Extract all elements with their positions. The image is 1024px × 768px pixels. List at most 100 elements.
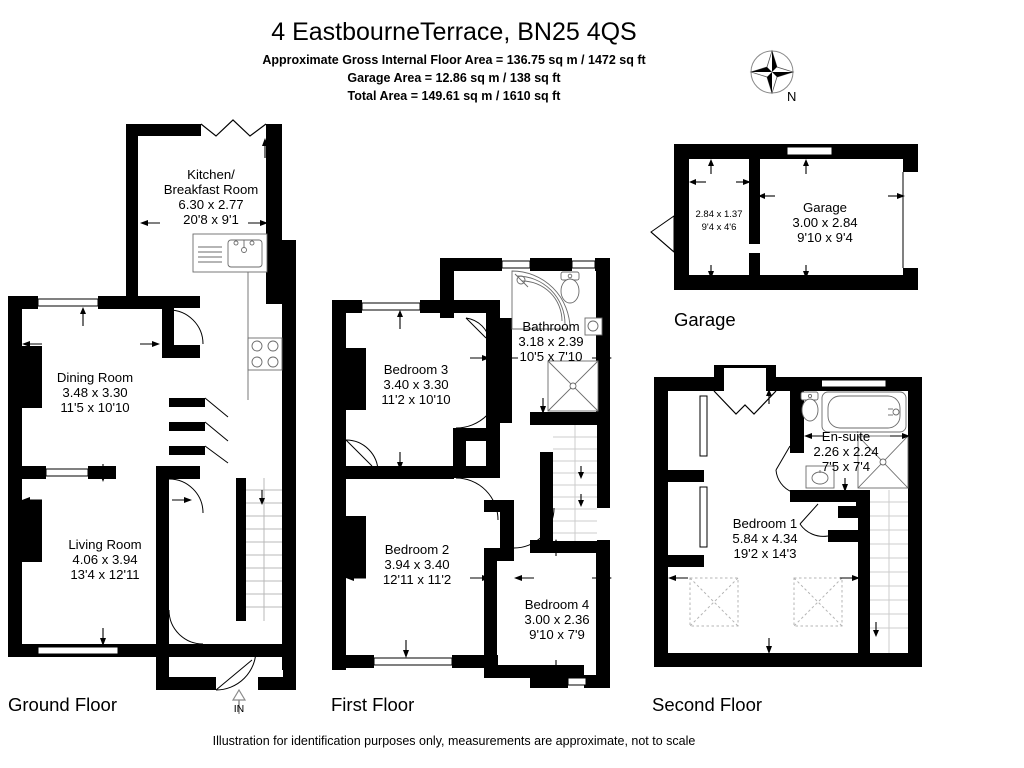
sf-eaves-storage-left	[689, 577, 739, 627]
ff-wall	[332, 300, 346, 670]
ff-wall	[453, 466, 487, 478]
ff-room-bed4-imperial: 9'10 x 7'9	[529, 627, 585, 642]
ff-room-bed3-metric: 3.40 x 3.30	[383, 377, 448, 392]
sf-shower	[857, 435, 909, 489]
page-title: 4 EastbourneTerrace, BN25 4QS	[271, 18, 636, 46]
gf-dimension-arrows	[22, 138, 268, 646]
gf-roof-zigzag	[200, 119, 267, 137]
gf-window	[45, 468, 89, 477]
g-door-swing	[650, 215, 675, 254]
ff-room-bed3-name: Bedroom 3	[384, 362, 449, 377]
sf-door-leaf	[799, 503, 819, 525]
gross-area-text: Approximate Gross Internal Floor Area = …	[262, 53, 646, 67]
sf-wall	[886, 377, 908, 391]
sf-dormer-zigzag	[713, 390, 777, 415]
sf-basin	[805, 465, 835, 489]
sf-window	[819, 379, 887, 388]
gf-door-swing	[204, 397, 229, 418]
sf-eaves-storage-right	[793, 577, 843, 627]
ff-room-bed4-name: Bedroom 4	[525, 597, 590, 612]
ff-wall	[452, 300, 500, 313]
sf-room-ensuite-name: En-suite	[822, 429, 870, 444]
sf-room-bed1-name: Bedroom 1	[733, 516, 798, 531]
gf-wall	[236, 478, 246, 621]
ff-wall	[486, 300, 500, 478]
sf-wall	[858, 506, 870, 654]
ff-basin	[584, 317, 603, 336]
ff-window	[567, 677, 587, 686]
ff-room-bed2-name: Bedroom 2	[385, 542, 450, 557]
g-wall	[674, 144, 689, 290]
sf-toilet	[800, 391, 819, 422]
ff-room-bath-metric: 3.18 x 2.39	[518, 334, 583, 349]
gf-wall	[156, 466, 200, 479]
ff-wall	[420, 300, 454, 313]
sf-room-ensuite-metric: 2.26 x 2.24	[813, 444, 878, 459]
gf-staircase	[246, 478, 282, 621]
ff-staircase	[553, 425, 597, 541]
ff-shower	[547, 360, 599, 412]
garage-label: Garage	[674, 309, 736, 330]
ff-wall	[530, 675, 568, 688]
ff-window	[361, 302, 421, 311]
sf-wall	[908, 377, 922, 667]
ff-wall	[530, 258, 572, 271]
ff-wall	[453, 428, 466, 478]
sf-wall	[804, 377, 822, 391]
gf-wall	[282, 240, 296, 670]
g-wall	[749, 253, 760, 275]
gf-wall	[22, 500, 42, 562]
gf-door-swing	[168, 309, 204, 345]
gf-wall	[126, 124, 138, 304]
ff-door-swing	[455, 477, 499, 521]
ff-window	[501, 260, 531, 269]
total-area-text: Total Area = 149.61 sq m / 1610 sq ft	[348, 89, 562, 103]
gf-entrance-arrow	[231, 688, 247, 714]
g-room-garage-name: Garage	[803, 200, 847, 215]
ff-bath-corner	[511, 270, 571, 330]
ff-wall	[530, 412, 610, 425]
gf-room-living-imperial: 13'4 x 12'11	[70, 567, 139, 582]
ff-window	[373, 657, 453, 666]
g-wall	[749, 159, 760, 244]
gf-kitchen-sink	[192, 233, 268, 273]
first-floor-label: First Floor	[331, 694, 414, 715]
gf-door-swing	[204, 445, 229, 464]
sf-room-bed1-metric: 5.84 x 4.34	[732, 531, 797, 546]
garage-area-text: Garage Area = 12.86 sq m / 138 sq ft	[347, 71, 561, 85]
gf-wall	[162, 296, 200, 308]
gf-kitchen-hob	[247, 337, 283, 371]
sf-wall	[790, 490, 858, 502]
gf-door-swing	[204, 421, 229, 442]
ground-floor-plan: IN	[8, 119, 296, 715]
gf-room-dining-imperial: 11'5 x 10'10	[60, 400, 129, 415]
ff-wall	[332, 655, 374, 668]
gf-room-kitchen-name2: Breakfast Room	[164, 182, 259, 197]
gf-wall	[88, 466, 116, 479]
compass-rose-icon	[749, 49, 795, 95]
gf-window	[37, 646, 119, 655]
g-room-garage-metric: 3.00 x 2.84	[792, 215, 857, 230]
gf-room-living-name: Living Room	[68, 537, 141, 552]
ff-door-swing	[345, 439, 379, 473]
sf-dimension-arrows	[668, 389, 910, 654]
g-room-garage-imperial: 9'10 x 9'4	[797, 230, 853, 245]
gf-room-dining-name: Dining Room	[57, 370, 133, 385]
compass-north-label: N	[787, 89, 796, 104]
sf-room-bed1-imperial: 19'2 x 14'3	[734, 546, 797, 561]
sf-staircase	[870, 490, 908, 653]
ff-wall	[484, 665, 584, 678]
gf-entrance-leaf	[215, 659, 253, 691]
gf-door-swing	[168, 609, 204, 645]
ff-wall	[332, 300, 362, 313]
sf-wall	[668, 555, 704, 567]
gf-wall	[174, 345, 200, 358]
sf-window	[699, 395, 708, 457]
gf-wall	[156, 466, 169, 666]
sf-door-swing	[799, 523, 829, 537]
ff-window	[571, 260, 596, 269]
gf-room-dining-metric: 3.48 x 3.30	[62, 385, 127, 400]
second-floor-plan: En-suite 2.26 x 2.24 7'5 x 7'4 Bedroom 1…	[654, 365, 922, 667]
sf-door-leaf	[775, 445, 791, 471]
